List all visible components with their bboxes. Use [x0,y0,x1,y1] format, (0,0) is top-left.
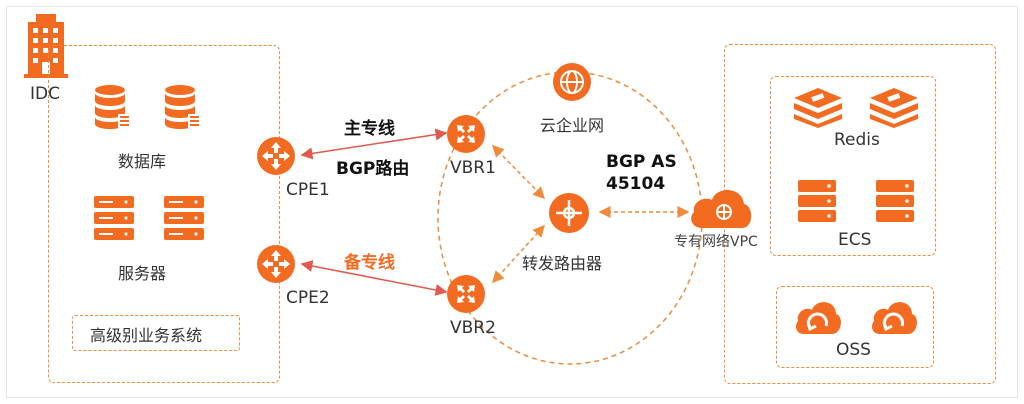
cpe1-router-icon [257,137,295,175]
database-label: 数据库 [118,152,167,171]
vpc-cloud-icon [691,189,752,228]
idc-box [48,45,280,383]
transit-router-icon [549,193,589,233]
bgp-as-number: 45104 [606,174,666,194]
oss-icon [872,302,917,334]
database-icon [95,85,130,129]
vbr1-router-icon [447,115,485,153]
redis-icon [870,88,918,128]
ecs-icon [876,180,914,222]
vbr2-transit-link [491,224,546,284]
database-icon [165,85,200,129]
redis-icon [794,88,842,128]
backup-link-label: 备专线 [344,253,395,273]
vbr1-transit-link [491,144,546,200]
ecs-icon [798,180,836,222]
business-system-box [72,315,240,351]
oss-box [776,286,934,368]
vpc-label: 专有网络VPC [674,234,758,250]
bgp-route-label: BGP路由 [336,159,410,179]
cpe2-router-icon [257,245,295,283]
vbr1-label: VBR1 [450,158,496,178]
server-icon [94,196,134,240]
cen-label: 云企业网 [540,116,605,135]
cpe2-label: CPE2 [286,288,330,308]
diagram-frame [6,6,1018,398]
cpe1-label: CPE1 [286,180,330,200]
transit-router-label: 转发路由器 [522,254,603,273]
redis-ecs-box [770,76,936,256]
oss-label: OSS [836,340,871,360]
server-label: 服务器 [118,264,167,283]
bgp-as-label: BGP AS [606,152,677,172]
server-icon [164,196,204,240]
ecs-label: ECS [838,230,872,250]
backup-link [300,260,448,296]
idc-label: IDC [30,84,60,104]
primary-link-label: 主专线 [344,119,395,139]
vbr2-router-icon [447,275,485,313]
redis-label: Redis [834,130,880,150]
oss-icon [796,302,841,334]
building-icon [24,14,68,78]
primary-link [300,128,448,160]
vbr2-label: VBR2 [450,318,496,338]
globe-icon [553,63,591,101]
business-system-label: 高级别业务系统 [90,326,203,345]
